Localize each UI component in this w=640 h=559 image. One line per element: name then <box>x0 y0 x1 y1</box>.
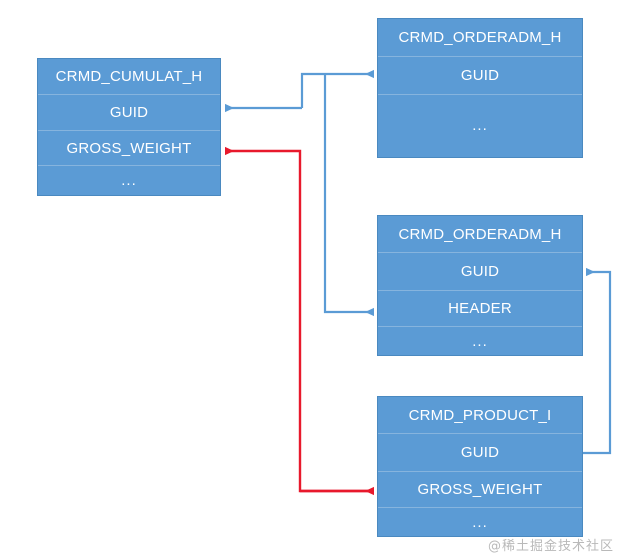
entity-field-gross-weight: GROSS_WEIGHT <box>378 472 582 509</box>
entity-field-guid: GUID <box>38 95 220 131</box>
entity-box-crmd-product-i[interactable]: CRMD_PRODUCT_I GUID GROSS_WEIGHT ... <box>377 396 583 537</box>
entity-title-crmd-orderadm-h-mid: CRMD_ORDERADM_H <box>378 216 582 254</box>
entity-box-crmd-orderadm-h-mid[interactable]: CRMD_ORDERADM_H GUID HEADER ... <box>377 215 583 356</box>
entity-field-ellipsis: ... <box>472 332 488 350</box>
connector-product-guid-to-orderadm-mid-guid <box>583 267 612 455</box>
entity-field-guid: GUID <box>378 434 582 472</box>
entity-field-gross-weight: GROSS_WEIGHT <box>38 131 220 167</box>
entity-title-crmd-cumulat-h: CRMD_CUMULAT_H <box>38 59 220 96</box>
entity-field-guid: GUID <box>378 57 582 95</box>
entity-title-crmd-orderadm-h-top: CRMD_ORDERADM_H <box>378 19 582 58</box>
entity-field-ellipsis: ... <box>472 117 488 135</box>
watermark: @稀土掘金技术社区 <box>488 539 615 554</box>
connector-cumulat-guid-to-orderadm-top <box>225 69 374 113</box>
entity-field-guid: GUID <box>378 253 582 291</box>
entity-field-header: HEADER <box>378 291 582 328</box>
connector-product-gross-weight-to-cumulat <box>225 146 374 496</box>
formula-caption: CRMD_CUMULAT_H.GROSS_WEIGHT = Sum( CRMD_… <box>4 503 424 559</box>
entity-title-crmd-product-i: CRMD_PRODUCT_I <box>378 397 582 435</box>
formula-line-1: CRMD_CUMULAT_H.GROSS_WEIGHT = <box>4 553 424 559</box>
entity-field-ellipsis: ... <box>472 513 488 531</box>
entity-field-ellipsis: ... <box>121 172 137 190</box>
entity-box-crmd-cumulat-h[interactable]: CRMD_CUMULAT_H GUID GROSS_WEIGHT ... <box>37 58 221 196</box>
entity-box-crmd-orderadm-h-top[interactable]: CRMD_ORDERADM_H GUID ... <box>377 18 583 158</box>
connector-orderadm-mid-header <box>323 74 374 317</box>
